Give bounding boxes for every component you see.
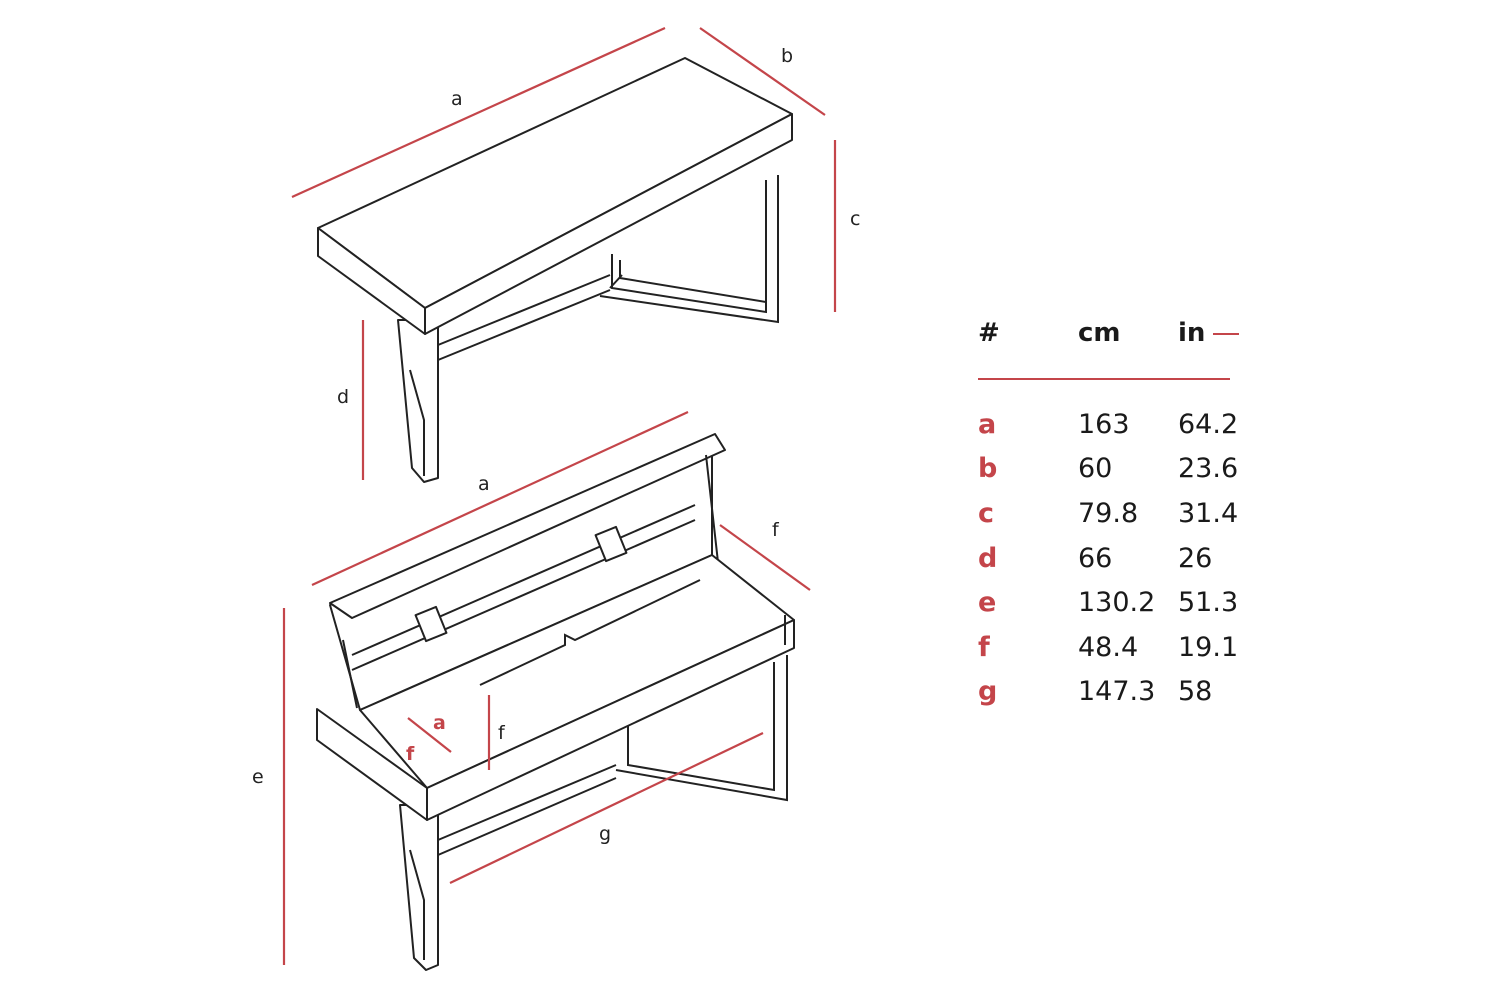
table-row: d 66 26 <box>978 536 1248 581</box>
dim-label-c: c <box>850 208 860 230</box>
dimension-key: g <box>978 676 998 708</box>
value-cm: 130.2 <box>1078 587 1156 619</box>
value-in: 26 <box>1178 542 1213 574</box>
dim-line-inner-small <box>407 717 452 753</box>
value-in: 31.4 <box>1178 497 1239 529</box>
dimension-key: e <box>978 587 997 619</box>
open-desk: a f e g f a f <box>252 411 811 971</box>
value-cm: 147.3 <box>1078 676 1156 708</box>
table-row: b 60 23.6 <box>978 447 1248 492</box>
table-header: # cm in <box>978 312 1248 354</box>
header-in: in <box>1178 318 1248 348</box>
dim-label-e: e <box>252 766 264 788</box>
closed-desk: a b c d <box>291 26 860 483</box>
dim-label-inner-f: f <box>498 722 506 744</box>
dimension-key: c <box>978 497 995 529</box>
dim-line-a-open <box>311 411 689 586</box>
dim-label-inner-small-f: f <box>406 743 415 765</box>
monitor-mount-right <box>594 525 628 563</box>
dimension-key: a <box>978 408 997 440</box>
dim-label-g: g <box>599 823 611 845</box>
value-in: 51.3 <box>1178 587 1239 619</box>
value-in: 23.6 <box>1178 453 1239 485</box>
dim-label-f: f <box>772 519 780 541</box>
dimension-key: d <box>978 542 998 574</box>
table-row: g 147.3 58 <box>978 670 1248 715</box>
value-cm: 163 <box>1078 408 1130 440</box>
dimension-key: b <box>978 453 998 485</box>
value-cm: 79.8 <box>1078 497 1139 529</box>
table-row: f 48.4 19.1 <box>978 625 1248 670</box>
dim-label-b: b <box>781 45 793 67</box>
dim-label-a: a <box>451 88 463 110</box>
value-in: 58 <box>1178 676 1213 708</box>
header-cm: cm <box>1078 318 1121 348</box>
value-in: 64.2 <box>1178 408 1239 440</box>
dim-line-a <box>291 26 666 199</box>
table-row: c 79.8 31.4 <box>978 491 1248 536</box>
value-cm: 66 <box>1078 542 1113 574</box>
dim-label-a-open: a <box>478 473 490 495</box>
value-cm: 48.4 <box>1078 631 1139 663</box>
dim-line-g <box>449 732 764 884</box>
dim-line-b <box>699 27 826 116</box>
dim-line-f <box>719 524 811 591</box>
header-key: # <box>978 318 1000 348</box>
table-row: e 130.2 51.3 <box>978 580 1248 625</box>
header-divider <box>978 378 1230 380</box>
table-row: a 163 64.2 <box>978 402 1248 447</box>
dimension-key: f <box>978 631 990 663</box>
dim-label-d: d <box>337 386 349 408</box>
dim-label-inner-small-a: a <box>433 712 446 734</box>
dimensions-table: # cm in a 163 64.2 b 60 23.6 c 79.8 31.4 d 66 26 e 13… <box>978 312 1248 714</box>
value-in: 19.1 <box>1178 631 1239 663</box>
monitor-mount-left <box>414 605 448 643</box>
value-cm: 60 <box>1078 453 1113 485</box>
header-dash <box>1213 332 1240 335</box>
